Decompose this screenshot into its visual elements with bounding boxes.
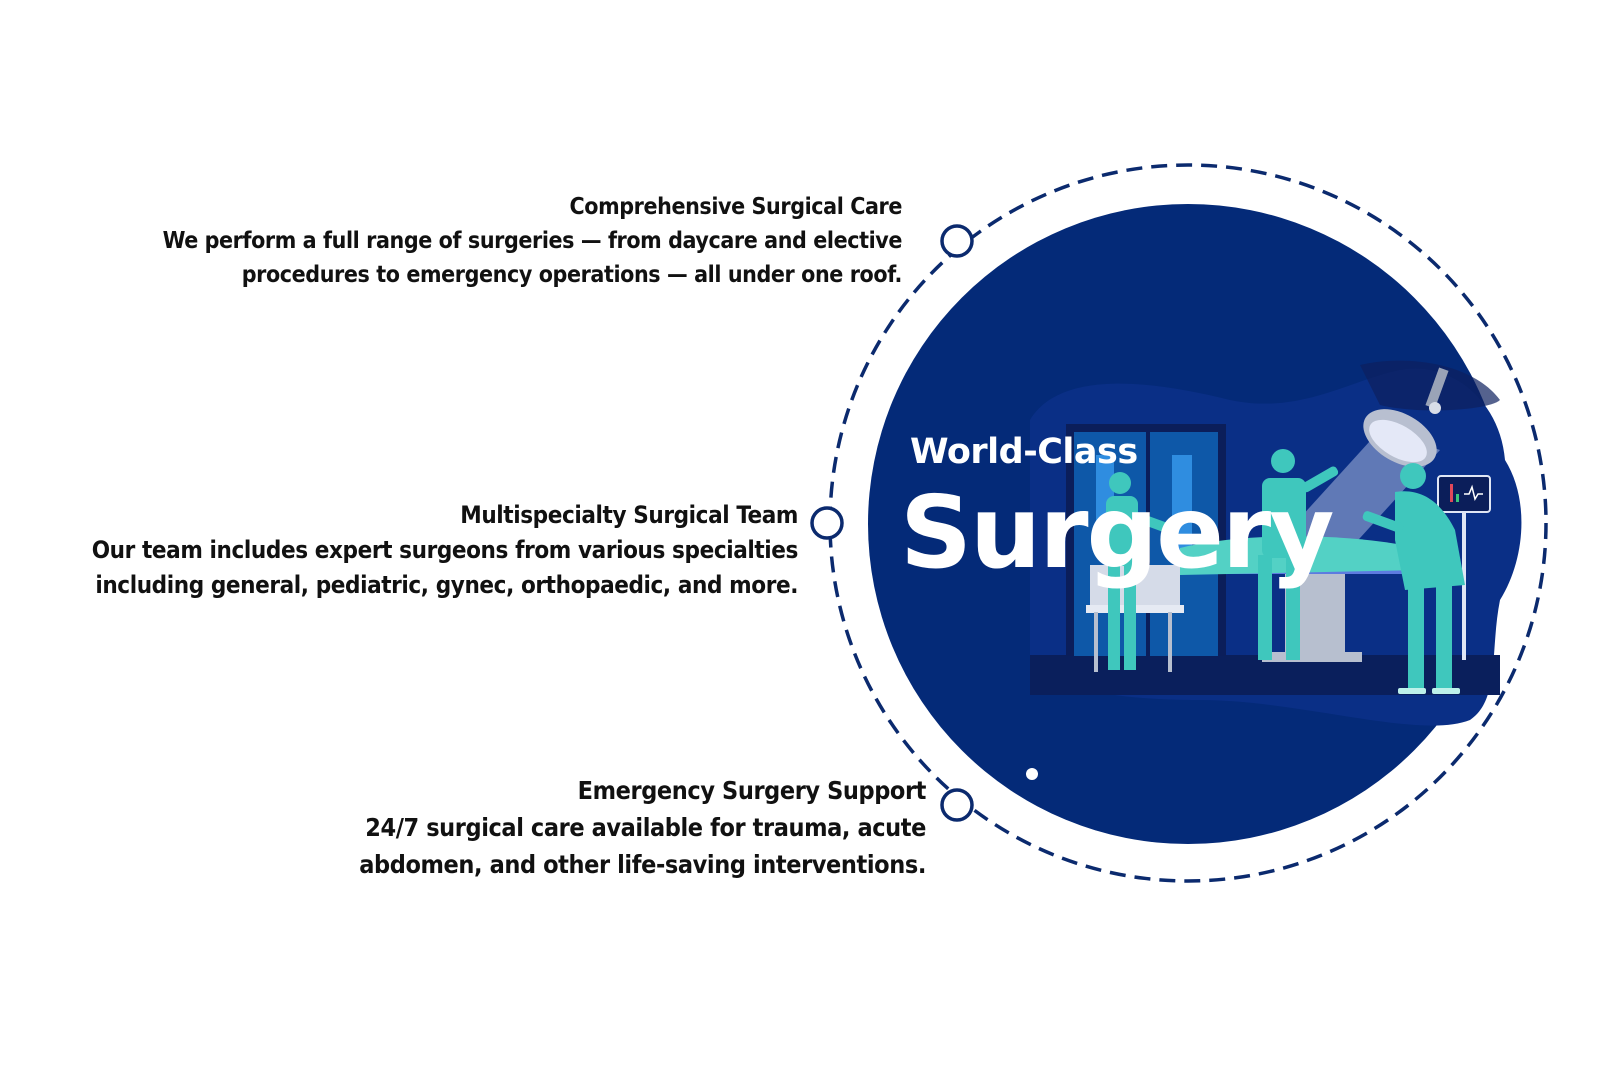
hero-subtitle: World-Class: [910, 432, 1138, 472]
feature-desc-line: abdomen, and other life-saving intervent…: [359, 850, 926, 879]
node-multispecialty-team: [810, 506, 844, 540]
surgeon-left: [1106, 472, 1175, 670]
feature-desc-line: 24/7 surgical care available for trauma,…: [365, 813, 926, 842]
feature-title: Emergency Surgery Support: [577, 776, 927, 805]
feature-comprehensive-care: Comprehensive Surgical Care We perform a…: [162, 190, 903, 292]
feature-title: Comprehensive Surgical Care: [569, 194, 902, 220]
surgeon-right: [1362, 463, 1465, 694]
feature-title: Multispecialty Surgical Team: [460, 501, 798, 529]
feature-desc-line: We perform a full range of surgeries — f…: [162, 228, 903, 254]
dashed-ring: [828, 163, 1548, 883]
feature-desc-line: procedures to emergency operations — all…: [241, 262, 903, 288]
node-comprehensive-care: [940, 224, 974, 258]
hero-title: Surgery: [900, 474, 1334, 591]
decorative-dot: [1026, 768, 1038, 780]
node-emergency-support: [940, 788, 974, 822]
feature-emergency-support: Emergency Surgery Support 24/7 surgical …: [359, 772, 926, 883]
illustration: [1030, 360, 1522, 726]
feature-multispecialty-team: Multispecialty Surgical Team Our team in…: [91, 498, 799, 603]
feature-desc-line: including general, pediatric, gynec, ort…: [95, 571, 798, 599]
feature-desc-line: Our team includes expert surgeons from v…: [91, 536, 799, 564]
surgeon-center: [1258, 449, 1339, 660]
